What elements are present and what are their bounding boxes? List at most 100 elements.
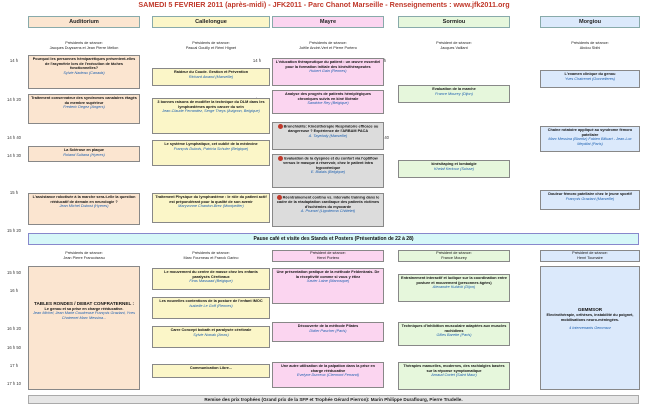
- time-label: 14 h 20: [7, 97, 21, 102]
- session-president: Présidents de séance: Joëlle André-Vert …: [299, 41, 357, 50]
- session-card[interactable]: Traitement conservateur des syndromes ca…: [28, 94, 140, 124]
- session-author: Didier Pascher (Paris): [309, 328, 347, 333]
- session-title: Chaîne rotatoire appliqué au syndrome fé…: [547, 128, 633, 137]
- session-card[interactable]: Analyse des progrès de patients hémiplég…: [272, 90, 384, 114]
- session-author: Sylvie Nowak (Arras): [193, 332, 229, 337]
- session-author: Richard Awand (Marseille): [188, 74, 234, 79]
- session-title: Une présentation pratique de la méthode …: [276, 270, 380, 279]
- session-card[interactable]: Communication Libre...: [152, 364, 270, 378]
- session-author: Sylvie Nadeau (Canada): [63, 70, 105, 75]
- session-author: Yves Chatrenet (Gonnelieres): [564, 76, 616, 81]
- session-card[interactable]: Traitement Physique du lymphœdème : le r…: [152, 193, 270, 223]
- time-label: 16 h: [9, 288, 19, 293]
- time-label: 14 h 30: [7, 153, 21, 158]
- session-card[interactable]: Découverte de la méthode Pilates Didier …: [272, 322, 384, 342]
- session-title: L'assistance robotisée à la marche sera-…: [32, 195, 136, 204]
- session-card[interactable]: Evaluation de la marche France Mourey (D…: [398, 85, 510, 103]
- session-president: Présidents de séance: Jean Pierre Franco…: [63, 251, 105, 260]
- session-card[interactable]: L'examen clinique du genou Yves Chatrene…: [540, 70, 640, 88]
- session-president: Présidents de séance: Abdou Sbihi: [571, 41, 609, 50]
- session-card[interactable]: Une présentation pratique de la méthode …: [272, 268, 384, 304]
- session-author: Maryvonne Chardon-Brez (Montpellier): [178, 204, 244, 209]
- session-card[interactable]: 3 bonnes raisons de modifier la techniqu…: [152, 98, 270, 134]
- session-title: Evaluation de la marche: [432, 87, 476, 91]
- session-title: Le mouvement du centre de masse chez les…: [164, 270, 258, 279]
- session-president: Présidents de séance: Jacques Duyssens e…: [49, 41, 119, 50]
- session-president: Président de séance: Jacques Vaillant: [436, 41, 472, 50]
- session-author: Khelaf Kerkour (Suisse): [433, 166, 475, 171]
- session-title: Pourquoi les personnes hémiparétiques pr…: [32, 57, 136, 71]
- session-title: L'éducation thérapeutique du patient : u…: [275, 60, 381, 69]
- session-author: A. Prunsel (Ligoderma Châtelet): [300, 209, 356, 214]
- column-header-morgiou: Morgiou: [540, 16, 640, 28]
- session-title: GEMMSOR: [577, 307, 603, 312]
- session-card[interactable]: Pourquoi les personnes hémiparétiques pr…: [28, 55, 140, 89]
- session-card[interactable]: Carre Concept bobath et paralysée cérébr…: [152, 326, 270, 348]
- session-author: Isabelle Le Goff (Rennes): [189, 303, 233, 308]
- time-label: 16 h 20: [7, 326, 21, 331]
- session-card[interactable]: L'éducation thérapeutique du patient : u…: [272, 58, 384, 86]
- session-card[interactable]: Bronchiolite: Kinésithérapie Respiratoir…: [272, 122, 384, 150]
- session-title: Analyse des progrès de patients hémiplég…: [284, 92, 372, 101]
- session-title: Techniques d'inhibition musculaire adapt…: [401, 324, 507, 333]
- session-author: Marc Messina (Biarritz) Fabien Billuart …: [548, 137, 632, 146]
- session-author: Xavier Laine (Manosque): [306, 279, 350, 284]
- respiratory-icon: [276, 195, 282, 200]
- session-card[interactable]: La Sclérose en plaque Roland Sultana (Hy…: [28, 146, 140, 162]
- page-title: SAMEDI 5 FEVRIER 2011 (après-midi) - JFK…: [138, 0, 510, 9]
- session-author: François Dubois, Patricia Schuler (Belgi…: [173, 146, 249, 151]
- session-title: TABLES RONDES / DEBAT CONFRATERNEL :: [34, 301, 134, 306]
- awards-footer: Remise des prix trophées (Grand prix de …: [28, 395, 639, 404]
- session-card[interactable]: TABLES RONDES / DEBAT CONFRATERNEL : Le …: [28, 266, 140, 390]
- session-author: Evelyne Ducreux (Clermont Ferrand): [296, 373, 360, 378]
- session-card[interactable]: Techniques d'inhibition musculaire adapt…: [398, 322, 510, 346]
- session-card[interactable]: GEMMSOR Electrothérapie, orthèses, insta…: [540, 266, 640, 390]
- session-author: Alexandre Kubicki (Dijon): [432, 285, 476, 290]
- session-title: Le système Lymphatique, cet oublié de la…: [164, 142, 258, 146]
- column-header-callelongue: Callelongue: [152, 16, 270, 28]
- column-header-sormiou: Sormiou: [398, 16, 510, 28]
- session-author: Jean Michel Dubost (Hyeres): [59, 204, 109, 209]
- session-title: Evaluation de la dyspnée et du confort v…: [275, 156, 381, 170]
- session-card[interactable]: Raideur du Coude. Gestion et Prévention …: [152, 68, 270, 86]
- session-author: Arnaud Cortet (Saint Maur): [431, 373, 477, 378]
- session-title: Bronchiolite: Kinésithérapie Respiratoir…: [275, 124, 381, 134]
- session-author: Frederic Degez (Angers): [63, 105, 105, 110]
- respiratory-icon: [278, 156, 284, 161]
- session-card[interactable]: L'assistance robotisée à la marche sera-…: [28, 193, 140, 225]
- session-author: François Graziani (Marseille): [565, 196, 615, 201]
- session-card[interactable]: Entraînement interactif et ludique sur l…: [398, 274, 510, 302]
- session-title: Les nouvelles contentions de la posture …: [159, 299, 263, 303]
- session-card[interactable]: Thérapies manuelles, modernes, des rachi…: [398, 362, 510, 390]
- session-card[interactable]: kinésitaping et lombalgie Khelaf Kerkour…: [398, 160, 510, 178]
- session-card[interactable]: Les nouvelles contentions de la posture …: [152, 297, 270, 319]
- time-label: 15 h 50: [7, 270, 21, 275]
- session-description: Electrothérapie, orthèses, instabilité d…: [546, 313, 634, 322]
- session-author: Sandrine Rey (Belgique): [307, 101, 349, 106]
- session-author: Roland Sultana (Hyeres): [63, 152, 105, 157]
- session-title: Thérapies manuelles, modernes, des rachi…: [403, 364, 505, 373]
- time-label: 14 h: [9, 58, 19, 63]
- session-title: Carre Concept bobath et paralysée cérébr…: [170, 328, 252, 332]
- session-title: Douleur fémoro patellaire chez le jeune …: [548, 192, 632, 196]
- session-title: Une autre utilisation de la palpation da…: [281, 364, 375, 373]
- session-card[interactable]: Une autre utilisation de la palpation da…: [272, 362, 384, 388]
- session-card[interactable]: Réentraînement continu vs. intervalle tr…: [272, 193, 384, 227]
- time-label: 17 h: [9, 363, 19, 368]
- session-title: Réentraînement continu vs. intervalle tr…: [276, 195, 380, 209]
- session-president-box: Président de séance: Henri Toumaire: [540, 250, 640, 262]
- session-card[interactable]: Chaîne rotatoire appliqué au syndrome fé…: [540, 126, 640, 152]
- session-author: 4 Intervenants Gemmsor: [569, 326, 611, 331]
- session-title: Communication Libre...: [189, 366, 233, 370]
- time-label: 15 h: [9, 190, 19, 195]
- session-title: La Sclérose en plaque: [63, 148, 105, 152]
- session-card[interactable]: Evaluation de la dyspnée et du confort v…: [272, 154, 384, 188]
- session-author: Hubert Gain (Rennes): [309, 69, 347, 74]
- session-card[interactable]: Douleur fémoro patellaire chez le jeune …: [540, 190, 640, 210]
- session-author: France Mourey (Dijon): [435, 91, 473, 96]
- session-title: kinésitaping et lombalgie: [431, 162, 477, 166]
- session-card[interactable]: Le système Lymphatique, cet oublié de la…: [152, 140, 270, 166]
- session-card[interactable]: Le mouvement du centre de masse chez les…: [152, 268, 270, 290]
- session-title: L'examen clinique du genou: [564, 72, 616, 76]
- session-author: Jean Michel, Jean Marie Coudreuse Franço…: [33, 311, 135, 320]
